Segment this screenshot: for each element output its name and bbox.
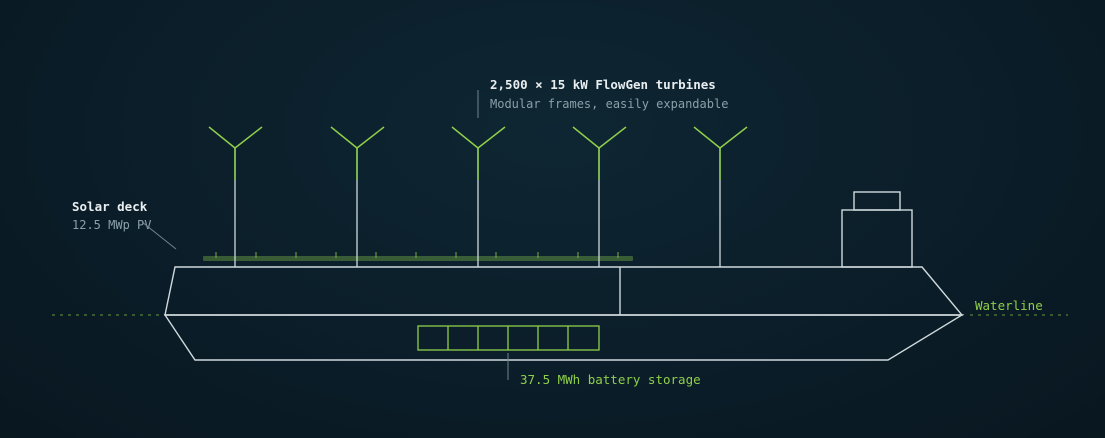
superstructure-icon — [841, 191, 913, 268]
turbine-title: 2,500 × 15 kW FlowGen turbines — [490, 77, 716, 92]
turbine-icon — [572, 126, 627, 267]
battery-icon — [417, 325, 600, 351]
solar-title: Solar deck — [72, 199, 148, 214]
solar-deck-strip — [203, 256, 633, 261]
turbine-icon — [330, 126, 385, 267]
vessel-hull — [163, 266, 965, 361]
turbine-icon — [208, 126, 263, 267]
turbine-icon — [451, 126, 506, 267]
solar-deck-ticks — [215, 252, 619, 258]
waterline-label: Waterline — [975, 298, 1043, 313]
turbine-subtitle: Modular frames, easily expandable — [490, 97, 728, 111]
battery-label: 37.5 MWh battery storage — [520, 372, 701, 387]
solar-subtitle: 12.5 MWp PV — [72, 218, 151, 232]
solar-leader-line — [141, 221, 177, 250]
turbine-icon — [693, 126, 748, 267]
